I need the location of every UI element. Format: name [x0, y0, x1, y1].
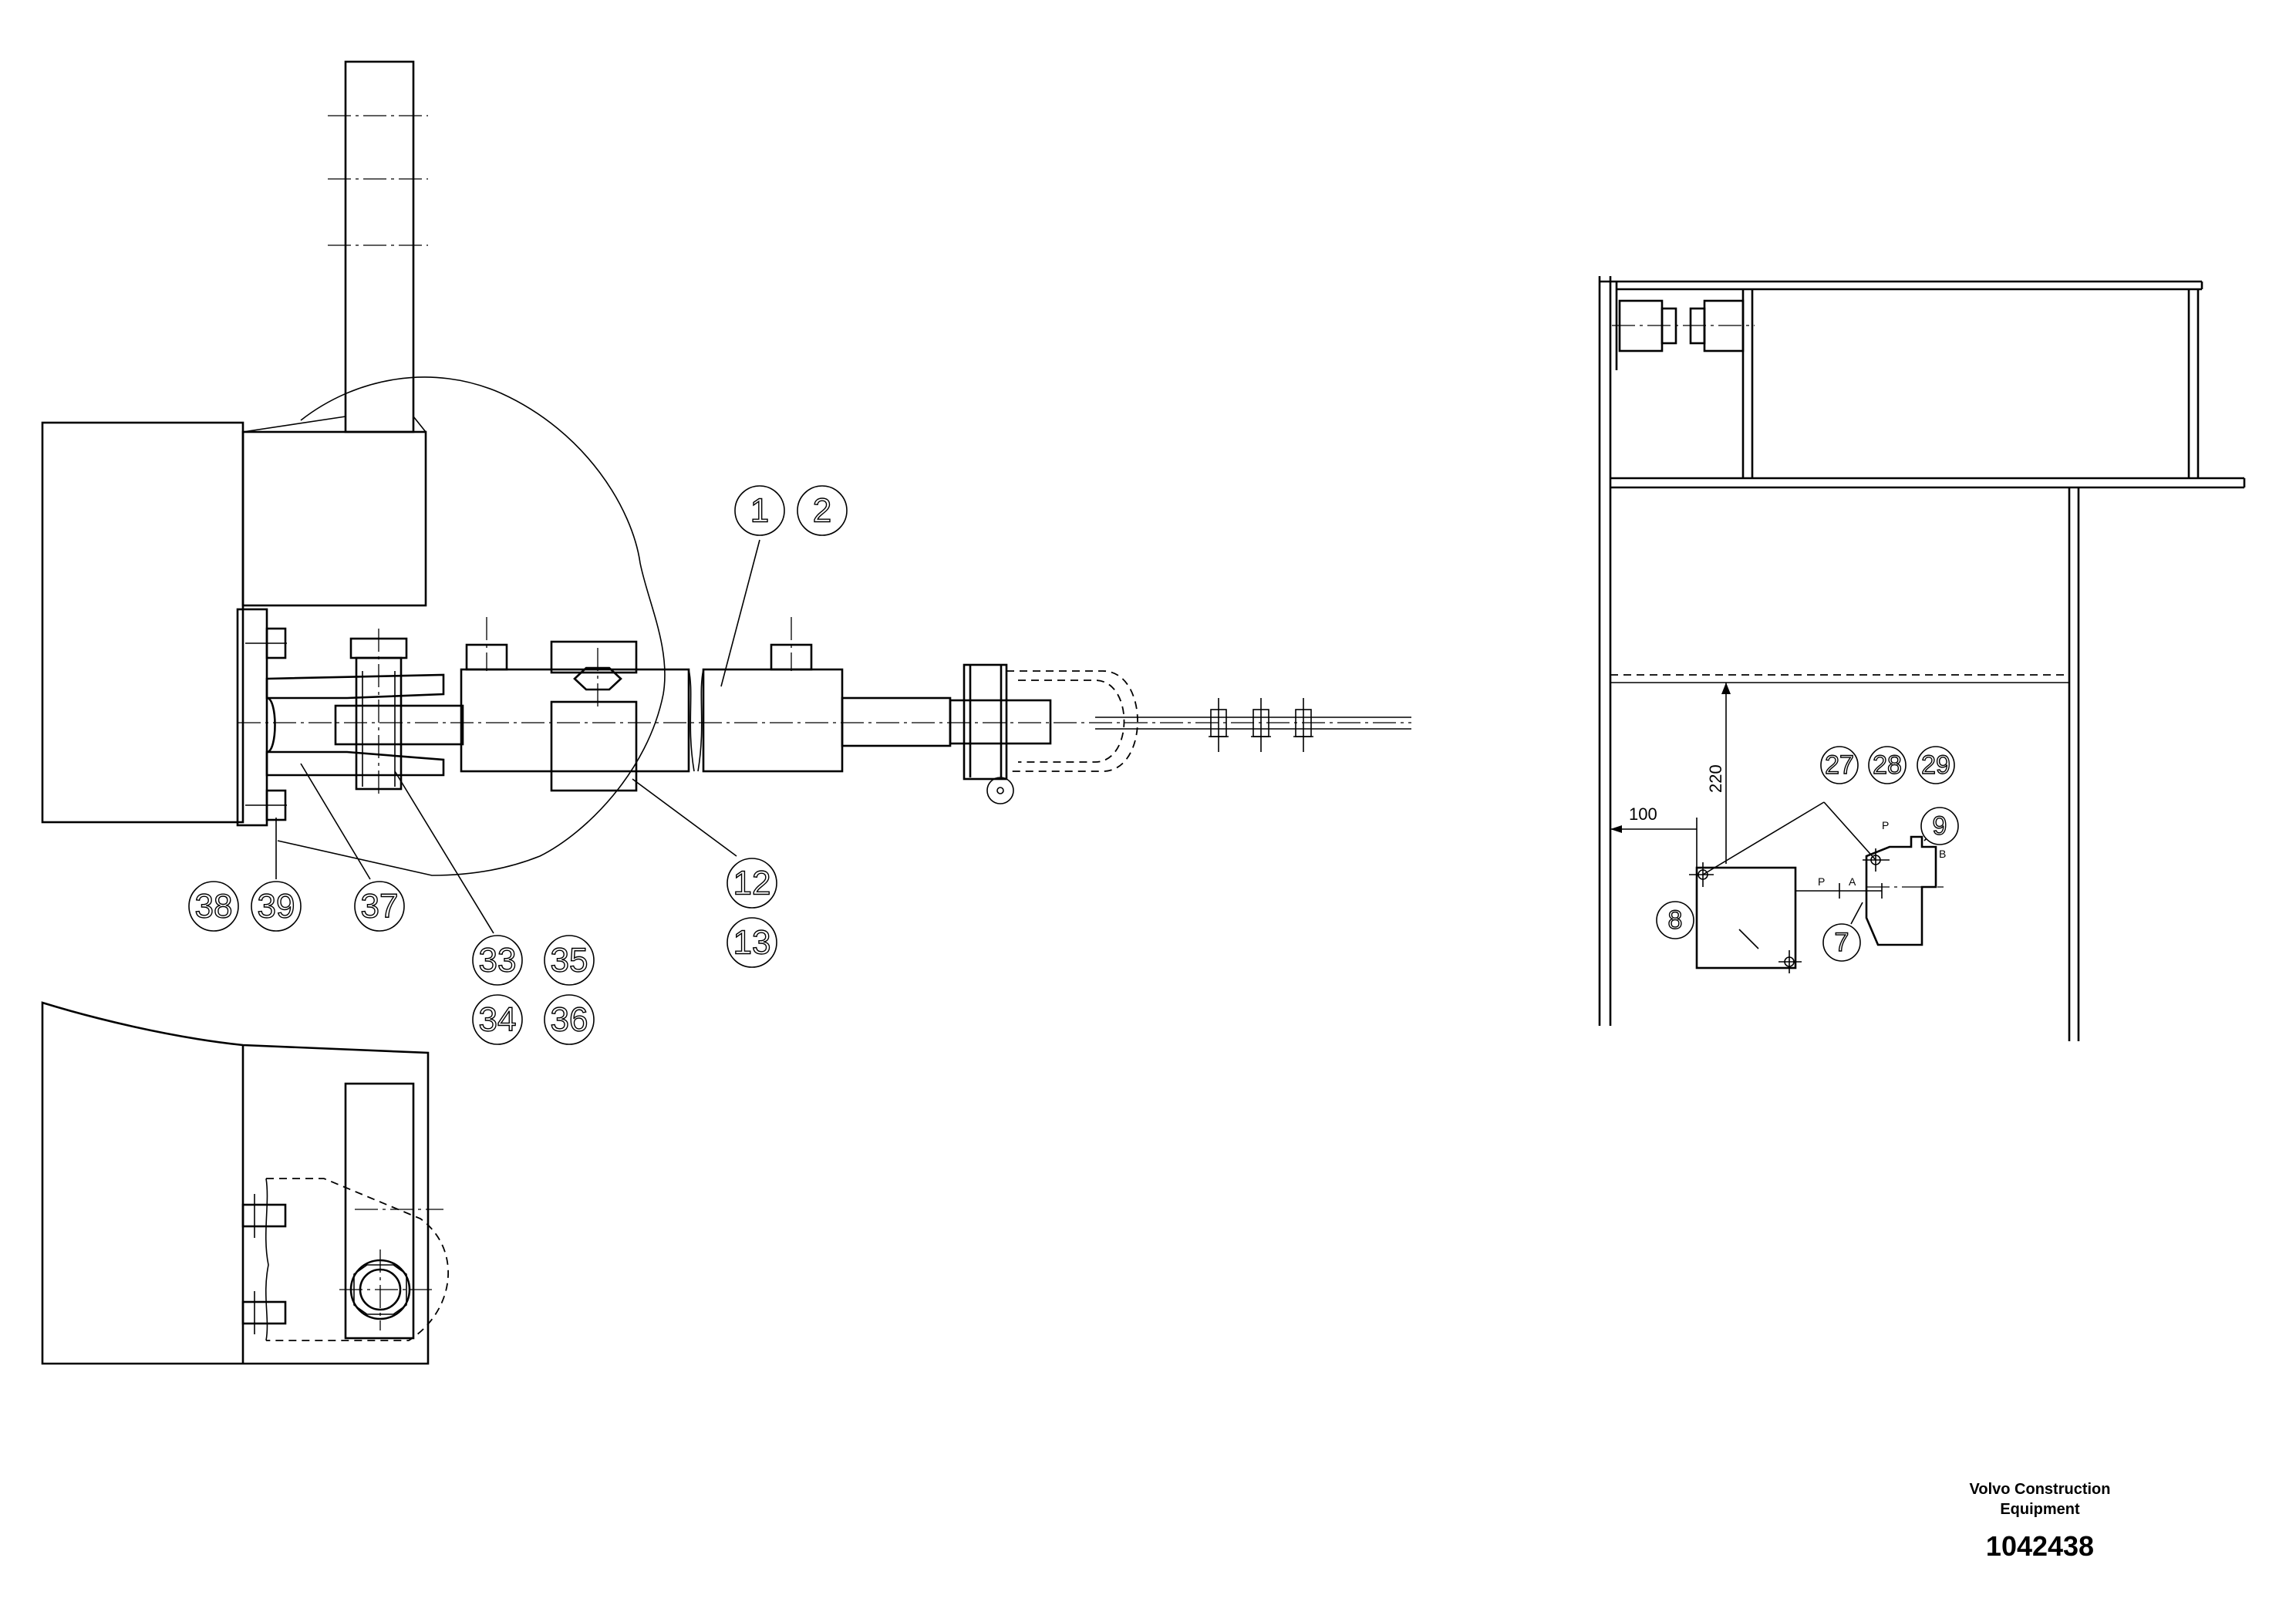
svg-text:36: 36 [551, 1001, 588, 1039]
balloon-37: 37 [354, 881, 405, 932]
frame-location-view: 220 100 P A P B [1598, 276, 2246, 1041]
drawing-number: 1042438 [1985, 1530, 2095, 1562]
balloon-8: 8 [1656, 901, 1694, 939]
svg-text:38: 38 [195, 888, 233, 926]
svg-text:27: 27 [1825, 750, 1854, 780]
balloon-1: 1 [734, 485, 785, 536]
balloon-33: 33 [472, 935, 523, 986]
balloon-13: 13 [727, 917, 777, 968]
svg-text:37: 37 [361, 888, 399, 926]
balloon-36: 36 [544, 994, 595, 1045]
balloon-39: 39 [251, 881, 302, 932]
svg-text:13: 13 [733, 924, 771, 962]
dim-220: 220 [1706, 764, 1725, 793]
title-block: Volvo Construction Equipment 1042438 [1928, 1479, 2152, 1563]
svg-text:8: 8 [1668, 905, 1683, 935]
company-name: Volvo Construction Equipment [1928, 1479, 2152, 1519]
balloon-7: 7 [1822, 923, 1861, 962]
svg-text:39: 39 [258, 888, 295, 926]
svg-text:34: 34 [479, 1001, 517, 1039]
balloon-29: 29 [1917, 746, 1955, 784]
port-label-p-left: P [1818, 875, 1825, 888]
svg-text:2: 2 [813, 492, 831, 530]
balloon-27: 27 [1820, 746, 1859, 784]
port-label-b: B [1939, 848, 1946, 860]
svg-text:33: 33 [479, 942, 517, 980]
cylinder-assembly-view [41, 60, 1411, 876]
balloon-38: 38 [188, 881, 239, 932]
svg-text:28: 28 [1873, 750, 1902, 780]
dim-100: 100 [1629, 804, 1657, 824]
svg-text:29: 29 [1921, 750, 1950, 780]
balloon-34: 34 [472, 994, 523, 1045]
balloon-28: 28 [1868, 746, 1907, 784]
balloon-35: 35 [544, 935, 595, 986]
bracket-side-view [41, 1001, 449, 1365]
svg-text:35: 35 [551, 942, 588, 980]
port-label-a: A [1849, 875, 1856, 888]
company-line-1: Volvo Construction [1969, 1481, 2111, 1498]
svg-text:7: 7 [1835, 928, 1849, 957]
port-label-p-top: P [1882, 819, 1889, 831]
svg-text:1: 1 [750, 492, 769, 530]
svg-text:12: 12 [733, 865, 771, 902]
balloon-9: 9 [1920, 807, 1959, 845]
svg-text:9: 9 [1933, 811, 1947, 841]
leader-lines [275, 539, 760, 934]
balloon-12: 12 [727, 858, 777, 909]
company-line-2: Equipment [2000, 1501, 2080, 1518]
balloon-2: 2 [797, 485, 848, 536]
